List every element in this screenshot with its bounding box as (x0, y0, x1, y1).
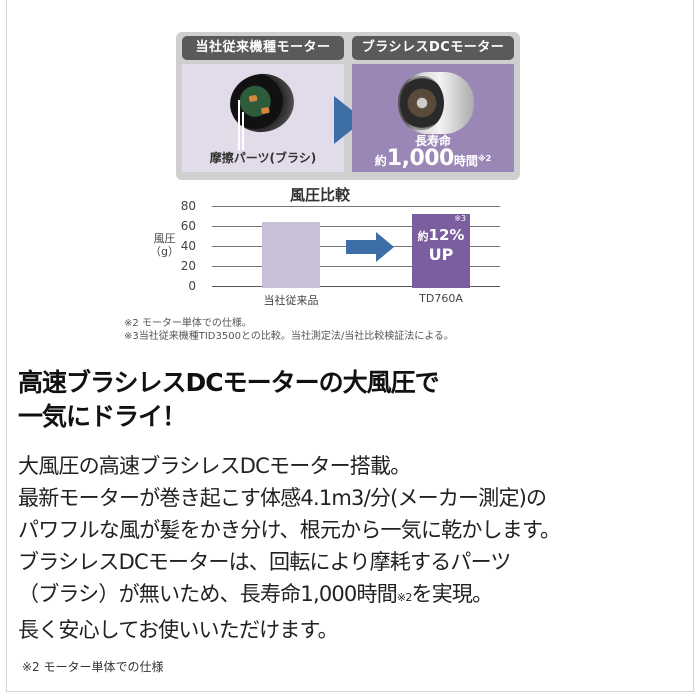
brushless-motor-image-area: 長寿命 約1,000時間※2 (352, 64, 514, 172)
motor-comparison-panel: 当社従来機種モーター 摩擦パーツ(ブラシ) ブラシレスDCモーター 長寿命 約1… (176, 32, 520, 180)
motor-face-icon (400, 76, 444, 130)
annotation-prefix: 約 (417, 230, 429, 243)
brushless-motor-icon (398, 72, 474, 134)
description: 大風圧の高速ブラシレスDCモーター搭載。 最新モーターが巻き起こす体感4.1m3… (18, 450, 561, 646)
brushless-motor-column: ブラシレスDCモーター 長寿命 約1,000時間※2 (352, 36, 514, 176)
y-tick: 60 (180, 219, 196, 233)
brushless-motor-header: ブラシレスDCモーター (352, 36, 514, 60)
headline: 高速ブラシレスDCモーターの大風圧で 一気にドライ！ (18, 366, 440, 434)
chart-title: 風圧比較 (290, 186, 351, 204)
annotation-value: 12% (428, 226, 465, 244)
x-tick-td760a: TD760A (419, 292, 463, 305)
headline-line2: 一気にドライ！ (18, 402, 187, 431)
conventional-motor-header: 当社従来機種モーター (182, 36, 344, 60)
brush-part-icon (260, 106, 270, 115)
life-note: ※2 (477, 154, 492, 163)
gridline (212, 226, 500, 227)
footnote-ref: ※2 (396, 591, 412, 604)
chart-footnotes: ※2 モーター単体での仕様。 ※3当社従来機種TID3500との比較。当社測定法… (124, 317, 454, 343)
brush-part-icon (248, 94, 258, 103)
long-life-text: 長寿命 (414, 134, 451, 148)
y-axis-label-line1: 風圧 (153, 232, 176, 245)
description-line: ブラシレスDCモーターは、回転により摩耗するパーツ (18, 550, 511, 574)
footnote-3: ※3当社従来機種TID3500との比較。当社測定法/当社比較検証法による。 (124, 331, 454, 342)
description-text: を実現。 (411, 582, 494, 606)
wind-pressure-chart: 80 60 40 20 0 ※3 約12% UP 当社従来品 TD760A (181, 200, 500, 307)
description-line: 最新モーターが巻き起こす体感4.1m3/分(メーカー測定)の (18, 486, 547, 510)
brushed-motor-icon (225, 68, 299, 138)
x-tick-conventional: 当社従来品 (263, 294, 319, 307)
gridline (212, 266, 500, 267)
y-axis-label-line2: （g） (150, 245, 179, 258)
annotation-up: UP (428, 245, 454, 264)
image-frame (6, 0, 694, 692)
bottom-footnote: ※2 モーター単体での仕様 (22, 660, 164, 674)
life-hours: 約1,000時間※2 (352, 148, 514, 172)
y-tick: 20 (180, 259, 196, 273)
callout-line (238, 100, 240, 150)
life-prefix: 約 (374, 154, 387, 168)
arrow-right-icon (346, 232, 394, 262)
callout-line (242, 112, 244, 150)
y-tick: 0 (188, 279, 196, 293)
annotation-percent: 約12% (412, 226, 470, 246)
description-line: 大風圧の高速ブラシレスDCモーター搭載。 (18, 454, 411, 478)
y-tick: 80 (180, 199, 196, 213)
gridline (212, 206, 500, 207)
life-unit: 時間 (453, 154, 478, 168)
improvement-annotation: ※3 約12% UP (412, 212, 470, 286)
footnote-2: ※2 モーター単体での仕様。 (124, 318, 252, 329)
description-line: パワフルな風が髪をかき分け、根元から一気に乾かします。 (18, 518, 561, 542)
description-text: （ブラシ）が無いため、長寿命1,000時間 (18, 582, 398, 606)
life-value: 1,000 (386, 146, 455, 171)
y-tick: 40 (180, 239, 196, 253)
bar-conventional (262, 222, 320, 288)
y-axis-label: 風圧 （g） (150, 232, 179, 258)
conventional-motor-column: 当社従来機種モーター 摩擦パーツ(ブラシ) (182, 36, 344, 176)
description-line: 長く安心してお使いいただけます。 (18, 618, 339, 642)
brush-parts-caption: 摩擦パーツ(ブラシ) (209, 151, 317, 165)
headline-line1: 高速ブラシレスDCモーターの大風圧で (18, 368, 440, 397)
bar-td760a (412, 214, 470, 288)
long-life-label: 長寿命 約1,000時間※2 (352, 134, 514, 172)
x-axis (212, 286, 500, 287)
annotation-note: ※3 (454, 214, 466, 223)
description-line: （ブラシ）が無いため、長寿命1,000時間※2を実現。 (18, 578, 560, 614)
conventional-motor-image-area: 摩擦パーツ(ブラシ) (182, 64, 344, 172)
